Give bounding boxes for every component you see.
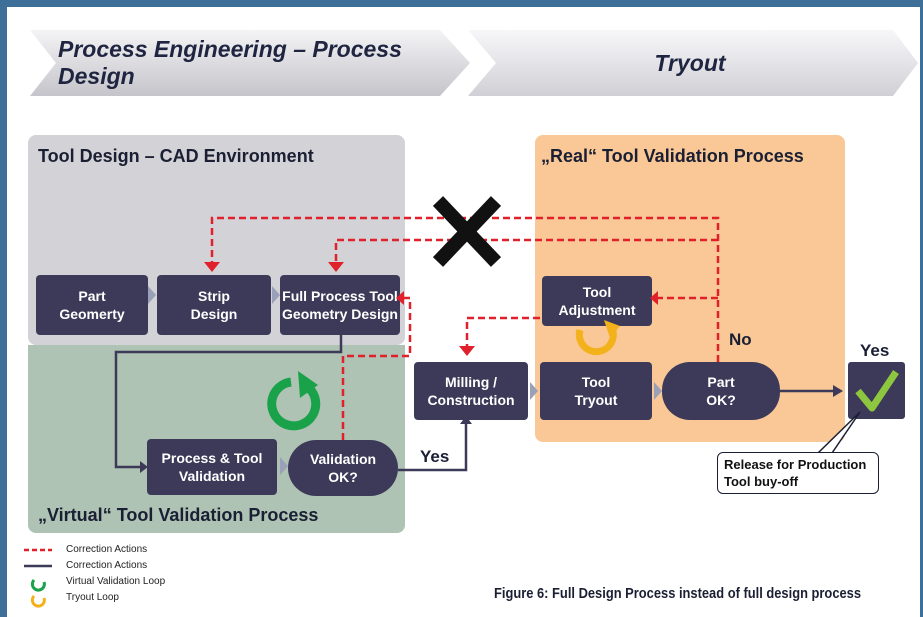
legend-solid-line: Correction Actions [66,560,148,571]
callout-line-2: Tool buy-off [724,474,799,489]
box-milling-construction: Milling / Construction [414,362,528,420]
phase-process-engineering: Process Engineering – Process Design [58,36,402,89]
legend-graphics [24,548,52,608]
legend-tryout-loop: Tryout Loop [66,592,119,603]
box-tool-tryout: Tool Tryout [540,362,652,420]
phase-tryout: Tryout [654,49,726,76]
real-area-title: „Real“ Tool Validation Process [541,146,804,166]
cross-mark-icon [432,196,502,267]
legend-virtual-loop: Virtual Validation Loop [66,576,166,587]
box-full-process-tool-design: Full Process Tool Geometry Design [280,275,400,335]
label-yes-virtual: Yes [420,447,450,466]
frame-left [0,0,7,617]
frame-top [0,0,923,7]
box-validation-ok: Validation OK? [288,440,398,496]
virtual-area-title: „Virtual“ Tool Validation Process [38,505,319,525]
box-process-tool-validation: Process & Tool Validation [147,439,277,495]
figure-caption: Figure 6: Full Design Process instead of… [494,585,862,602]
approved-box [848,362,905,419]
release-callout: Release for Production Tool buy-off [717,452,879,494]
callout-line-1: Release for Production [724,457,867,472]
frame-right [920,0,923,617]
label-no: No [729,330,752,349]
box-part-ok: Part OK? [662,362,780,420]
box-strip-design: Strip Design [157,275,271,335]
legend-red-dashed: Correction Actions [66,544,148,555]
check-icon [855,370,899,412]
label-yes-final: Yes [860,341,890,360]
box-tool-adjustment: Tool Adjustment [542,276,652,326]
box-part-geometry: Part Geomerty [36,275,148,335]
cad-area-title: Tool Design – CAD Environment [38,146,314,166]
